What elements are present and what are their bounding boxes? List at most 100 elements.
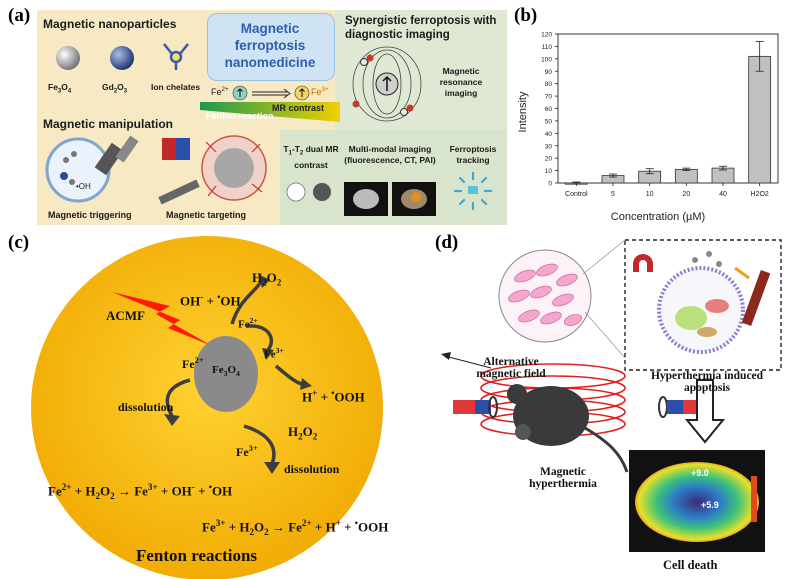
panel-a: (a) Magnetic nanoparticles Fe3O4 Gd2O3 I… bbox=[0, 0, 510, 228]
magnetic-targeting-label: Magnetic targeting bbox=[166, 210, 247, 220]
y-tick-label: 90 bbox=[545, 69, 553, 76]
acmf-label: ACMF bbox=[106, 308, 145, 323]
oh-radical-label: •OH bbox=[76, 182, 91, 191]
y-tick-label: 0 bbox=[548, 181, 552, 188]
fe2-label: Fe2+ bbox=[211, 86, 229, 97]
magnetic-triggering-label: Magnetic triggering bbox=[48, 210, 132, 220]
fe3o4-particle-icon bbox=[56, 46, 80, 70]
h2o2-mid-label: H2O2 bbox=[288, 424, 318, 442]
mouse-icon bbox=[507, 384, 629, 473]
magnetic-triggering-icon bbox=[45, 135, 139, 203]
multimodal-label: Multi-modal imaging (fluorescence, CT, P… bbox=[344, 144, 436, 165]
down-arrow-icon bbox=[684, 379, 726, 444]
equation-2: Fe3+ + H2O2 → Fe2+ + H+ + •OOH bbox=[202, 518, 389, 537]
arrow-dissolution-right-icon bbox=[243, 424, 276, 465]
field-pointer-line bbox=[444, 355, 492, 369]
thermal-readout-1: +9.0 bbox=[691, 468, 709, 478]
fenton-title: Fenton reactions bbox=[136, 546, 258, 565]
hyperthermia-label: Magnetic hyperthermia bbox=[529, 466, 597, 490]
magnet-icon bbox=[633, 254, 653, 272]
arrow-dissolution-left-icon bbox=[165, 378, 191, 417]
acmf-bolt-icon bbox=[112, 292, 212, 346]
fe3o4-core bbox=[194, 336, 258, 412]
y-tick-label: 20 bbox=[545, 156, 553, 163]
mri-label: Magnetic resonance imaging bbox=[439, 66, 483, 98]
y-tick-label: 120 bbox=[541, 32, 552, 39]
t1t2-label: T1-T2 dual MR contrast bbox=[283, 144, 339, 170]
y-tick-label: 60 bbox=[545, 106, 553, 113]
hooh-label: H+ + •OOH bbox=[302, 388, 365, 405]
panel-c: (c) ACMF Fe3O4 OH- + •OH H2O2 Fe2+ Fe3+ … bbox=[0, 228, 395, 579]
panel-d-label: (d) bbox=[435, 232, 459, 253]
x-tick-label: 10 bbox=[646, 191, 654, 198]
fe-transition-icons bbox=[232, 85, 310, 101]
synergy-region bbox=[335, 10, 507, 130]
dissolution-right-label: dissolution bbox=[284, 462, 340, 476]
laser-rod bbox=[741, 269, 771, 327]
y-axis-label: Intensity bbox=[517, 91, 529, 132]
apoptosis-label: Hyperthermia induced apoptosis bbox=[650, 370, 764, 394]
manipulation-title: Magnetic manipulation bbox=[43, 117, 174, 131]
nanoparticles-title: Magnetic nanoparticles bbox=[43, 17, 177, 31]
thermal-readout-2: +5.9 bbox=[701, 500, 719, 510]
y-tick-label: 110 bbox=[542, 44, 553, 51]
fe3-bottom-label: Fe3+ bbox=[236, 444, 258, 459]
fe2-left-label: Fe2+ bbox=[182, 356, 204, 371]
h2o2-top-label: H2O2 bbox=[252, 270, 282, 288]
arrow-fe-cycle-icon bbox=[245, 324, 274, 352]
center-title: Magnetic ferroptosis nanomedicine bbox=[224, 21, 316, 70]
fenton-reaction-label: Fenton reaction bbox=[206, 111, 274, 121]
x-axis-unit: µM bbox=[686, 211, 702, 223]
plot-frame bbox=[557, 33, 779, 184]
x-tick-label: 5 bbox=[611, 191, 615, 198]
y-tick-label: 50 bbox=[545, 118, 553, 125]
dissolution-left-label: dissolution bbox=[118, 400, 174, 414]
y-tick-label: 40 bbox=[545, 131, 553, 138]
x-tick-label: Control bbox=[565, 191, 588, 198]
oh-label: OH- + •OH bbox=[180, 292, 241, 309]
fenton-diagram bbox=[31, 236, 383, 579]
fenton-gradient-bar bbox=[200, 102, 340, 122]
gd2o3-particle-icon bbox=[110, 46, 134, 70]
x-tick-label: H2O2 bbox=[751, 191, 769, 198]
left-magnet-icon bbox=[453, 396, 498, 418]
field-label: Alternative magnetic field bbox=[476, 356, 546, 380]
fe2-small-label: Fe2+ bbox=[238, 316, 258, 331]
bar bbox=[748, 55, 772, 184]
y-tick-label: 10 bbox=[545, 168, 553, 175]
multimodal-images-icon bbox=[344, 182, 436, 216]
t1t2-contrast-icon bbox=[286, 182, 331, 202]
fe3-small-label: Fe3+ bbox=[264, 346, 284, 361]
y-tick-label: 80 bbox=[545, 81, 553, 88]
cell-death-label: Cell death bbox=[663, 558, 718, 572]
reaction-circle bbox=[31, 236, 383, 579]
equation-1: Fe2+ + H2O2 → Fe3+ + OH- + •OH bbox=[48, 482, 233, 501]
bar bbox=[674, 168, 698, 184]
thermal-map bbox=[635, 462, 759, 542]
np-gd2o3-label: Gd2O3 bbox=[102, 82, 128, 95]
y-tick-label: 70 bbox=[545, 94, 553, 101]
synergy-title: Synergistic ferroptosis with diagnostic … bbox=[345, 15, 497, 41]
x-tick-label: 20 bbox=[682, 191, 690, 198]
panel-c-label: (c) bbox=[8, 232, 30, 253]
ion-chelate-icon bbox=[163, 43, 189, 70]
arrow-oh-icon bbox=[230, 279, 264, 325]
fe3-label: Fe3+ bbox=[311, 86, 329, 97]
mri-field-icon bbox=[352, 46, 422, 122]
panel-b-label: (b) bbox=[514, 5, 538, 26]
mr-contrast-label: MR contrast bbox=[272, 103, 325, 113]
nanoparticle-icons bbox=[56, 43, 189, 70]
tracking-label: Ferroptosis tracking bbox=[449, 144, 497, 165]
panel-d: (d) bbox=[395, 228, 790, 579]
hyperthermia-diagram bbox=[441, 239, 782, 552]
center-title-box bbox=[207, 13, 335, 81]
y-tick-label: 30 bbox=[545, 143, 553, 150]
x-axis-label: Concentration (µM) bbox=[611, 211, 705, 223]
x-tick-label: 40 bbox=[719, 191, 727, 198]
core-label: Fe3O4 bbox=[212, 364, 240, 379]
np-ion-chelates-label: Ion chelates bbox=[151, 82, 201, 92]
panel-a-label: (a) bbox=[8, 5, 31, 26]
y-tick-label: 100 bbox=[541, 56, 552, 63]
